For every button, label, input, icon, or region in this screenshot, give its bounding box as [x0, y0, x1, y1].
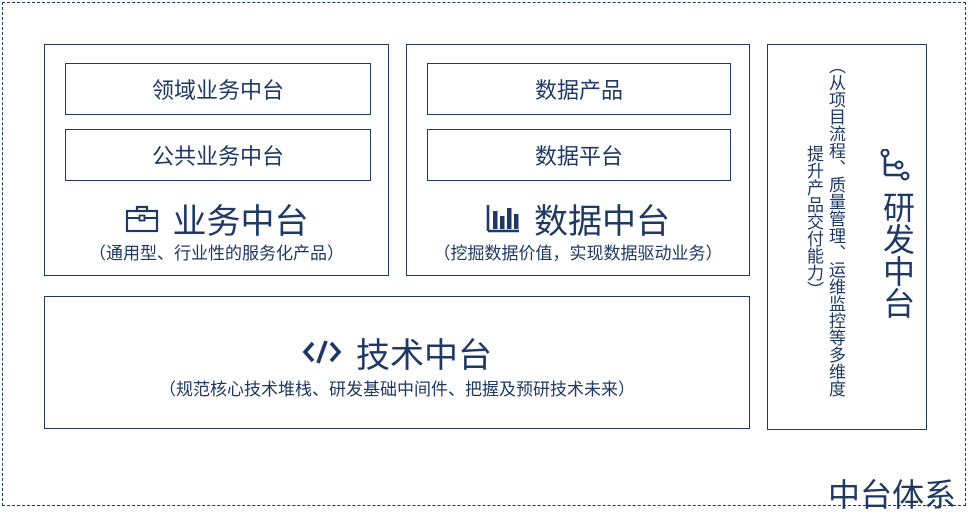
- rd-title: 研发中台: [878, 191, 916, 319]
- network-icon: [874, 148, 914, 189]
- business-title-row: 业务中台: [45, 195, 388, 242]
- tech-title: 技术中台: [356, 335, 492, 376]
- code-icon: [302, 338, 342, 366]
- data-caption: （挖掘数据价值，实现数据驱动业务）: [433, 244, 723, 264]
- rd-platform-box: （从项目流程、质量管理、运维监控等多维度 提升产品交付能力） 研发中台: [767, 44, 927, 430]
- business-caption: （通用型、行业性的服务化产品）: [89, 244, 344, 264]
- data-sub-platform: 数据平台: [427, 129, 731, 181]
- business-sub-common: 公共业务中台: [65, 129, 371, 181]
- business-sub-domain: 领域业务中台: [65, 63, 371, 115]
- system-label: 中台体系: [827, 476, 956, 514]
- data-sub-product: 数据产品: [427, 63, 731, 115]
- data-platform-box: 数据产品 数据平台 数据中台 （挖掘数据价值，实现数据驱动业务）: [406, 44, 750, 276]
- business-title: 业务中台: [172, 201, 309, 242]
- tech-platform-box: 技术中台 （规范核心技术堆栈、研发基础中间件、把握及预研技术未来）: [44, 296, 750, 429]
- data-title-row: 数据中台: [407, 195, 749, 242]
- data-title: 数据中台: [534, 201, 670, 242]
- outer-dashed-frame: [2, 2, 966, 506]
- bar-chart-icon: [486, 203, 520, 233]
- business-platform-box: 领域业务中台 公共业务中台 业务中台 （通用型、行业性的服务化产品）: [44, 44, 389, 276]
- briefcase-icon: [125, 203, 159, 233]
- rd-caption-col2: 提升产品交付能力）: [803, 145, 823, 298]
- rd-caption-col1: （从项目流程、质量管理、运维监控等多维度: [825, 57, 845, 397]
- tech-title-row: 技术中台: [45, 329, 749, 376]
- tech-caption: （规范核心技术堆栈、研发基础中间件、把握及预研技术未来）: [159, 380, 635, 400]
